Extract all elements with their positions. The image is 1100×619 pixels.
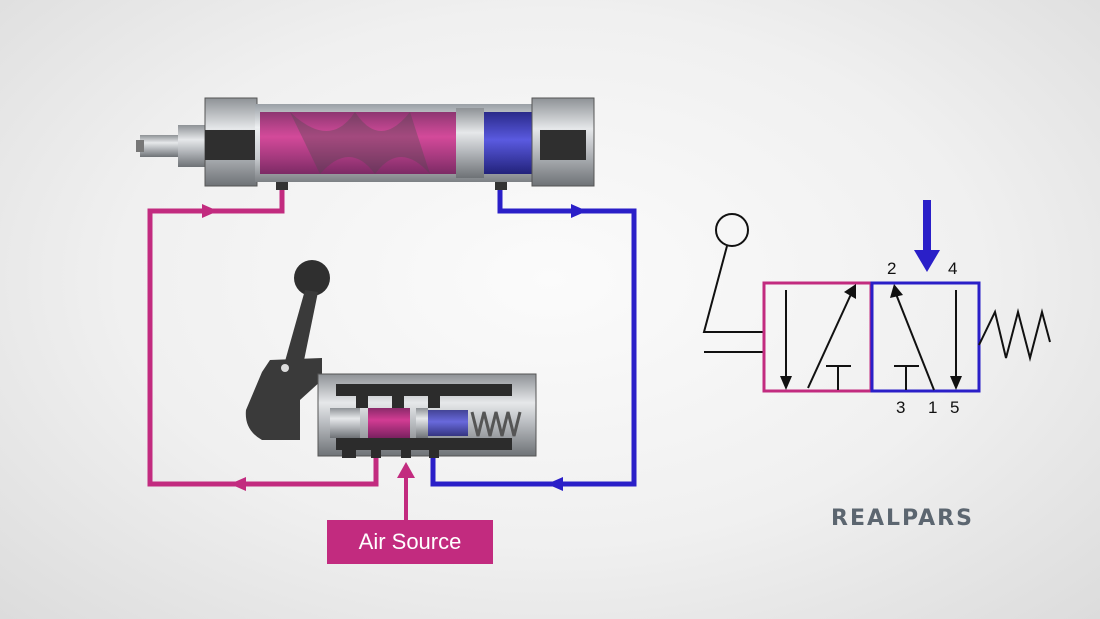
valve-port bbox=[371, 450, 381, 458]
manual-knob-icon bbox=[715, 213, 749, 247]
port-b bbox=[495, 182, 507, 190]
exhaust-arrows bbox=[547, 204, 587, 491]
spool-land bbox=[416, 408, 428, 438]
lever-knob bbox=[294, 260, 330, 296]
valve-bore-bottom bbox=[336, 438, 512, 450]
cylinder-chamber-pressure bbox=[260, 112, 458, 174]
arrow-right-icon bbox=[202, 204, 218, 218]
rod-tip bbox=[136, 140, 144, 152]
slot bbox=[392, 396, 404, 408]
manual-valve bbox=[245, 260, 537, 458]
slot bbox=[428, 396, 440, 408]
lever-arm bbox=[282, 290, 318, 380]
port-label-5: 5 bbox=[950, 398, 959, 417]
push-arrow-shaft bbox=[923, 200, 931, 250]
air-source-label: Air Source bbox=[327, 520, 493, 564]
cap-slot-right bbox=[540, 130, 586, 160]
spool-land bbox=[330, 408, 360, 438]
valve-spring bbox=[470, 411, 522, 437]
cap-slot bbox=[205, 130, 257, 160]
piston-rod bbox=[140, 135, 180, 157]
exhaust-line-b bbox=[430, 190, 637, 487]
slot bbox=[356, 396, 368, 408]
port-label-2: 2 bbox=[887, 259, 896, 278]
pneumatic-cylinder bbox=[136, 97, 595, 190]
pivot-pin bbox=[281, 364, 289, 372]
valve-port bbox=[429, 450, 439, 458]
arrow-up-icon bbox=[890, 284, 903, 298]
flow-line bbox=[895, 293, 935, 391]
flow-line bbox=[807, 291, 853, 389]
pressure-line-a bbox=[147, 190, 379, 487]
chamber-shading bbox=[290, 112, 430, 174]
exhaust-lines bbox=[430, 190, 637, 487]
arrow-down-icon bbox=[950, 376, 962, 390]
lever-base bbox=[245, 358, 322, 440]
port-label-4: 4 bbox=[948, 259, 957, 278]
valve-exhaust-chamber bbox=[428, 410, 468, 436]
brand-logo: REALPARS bbox=[831, 506, 974, 531]
port-label-3: 3 bbox=[896, 398, 905, 417]
valve-port bbox=[401, 450, 411, 458]
schematic-right-position bbox=[870, 281, 981, 393]
arrow-left-icon bbox=[547, 477, 563, 491]
valve-schematic-symbol: 2 4 3 1 5 bbox=[702, 200, 1051, 417]
port-a bbox=[276, 182, 288, 190]
manual-lever-icon bbox=[702, 245, 764, 333]
pressure-arrows bbox=[202, 204, 246, 491]
port-label-1: 1 bbox=[928, 398, 937, 417]
schematic-left-position bbox=[762, 281, 873, 393]
arrow-down-icon bbox=[914, 250, 940, 272]
pressure-lines bbox=[147, 190, 379, 487]
rod-gland bbox=[178, 125, 208, 167]
cylinder-chamber-exhaust bbox=[484, 112, 534, 174]
piston bbox=[456, 108, 484, 178]
spring-return-icon bbox=[978, 308, 1051, 362]
arrow-up-icon bbox=[397, 462, 415, 478]
arrow-up-icon bbox=[844, 284, 856, 299]
valve-bore-top bbox=[336, 384, 512, 396]
valve-port bbox=[342, 450, 356, 458]
arrow-right-icon bbox=[571, 204, 587, 218]
valve-pressure-chamber bbox=[368, 408, 410, 438]
arrow-down-icon bbox=[780, 376, 792, 390]
arrow-left-icon bbox=[230, 477, 246, 491]
